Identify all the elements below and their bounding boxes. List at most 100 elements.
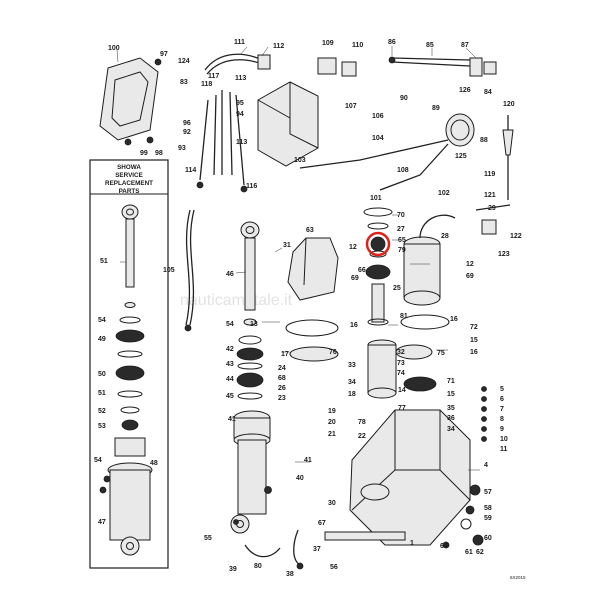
callout-116: 116	[246, 183, 257, 190]
callout-101: 101	[370, 195, 382, 202]
callout-125: 125	[455, 153, 467, 160]
callout-81: 81	[400, 313, 408, 320]
callout-56: 56	[330, 564, 338, 571]
relay-block-drawing	[99, 57, 162, 146]
panel-title-line-2: SERVICE	[115, 172, 143, 179]
callout-10: 10	[500, 436, 508, 443]
callout-59: 59	[484, 515, 492, 522]
callout-48: 48	[150, 460, 158, 467]
callout-80: 80	[254, 563, 262, 570]
callout-46: 46	[226, 271, 234, 278]
callout-103: 103	[294, 157, 306, 164]
callout-32: 32	[397, 349, 405, 356]
trim-cylinder-41-drawing	[230, 410, 272, 534]
callout-35: 35	[447, 405, 455, 412]
callout-4: 4	[484, 462, 488, 469]
control-box-drawing	[257, 81, 319, 167]
callout-71: 71	[447, 378, 455, 385]
callout-22: 22	[358, 433, 366, 440]
callout-63: 63	[306, 227, 314, 234]
callout-19: 19	[328, 408, 336, 415]
callout-42: 42	[226, 346, 234, 353]
callout-43: 43	[226, 361, 234, 368]
callout-99: 99	[140, 150, 148, 157]
callout-58: 58	[484, 505, 492, 512]
callout-62: 62	[476, 549, 484, 556]
callout-41b: 41	[304, 457, 312, 464]
callout-14: 14	[398, 387, 406, 394]
callout-85: 85	[426, 42, 434, 49]
callout-95: 95	[236, 100, 244, 107]
callout-15a: 15	[470, 337, 478, 344]
callout-26: 26	[278, 385, 286, 392]
callout-60: 60	[484, 535, 492, 542]
callout-94: 94	[236, 111, 244, 118]
showa-service-panel: SHOWA SERVICE REPLACEMENT PARTS	[89, 159, 169, 569]
callout-66: 66	[358, 267, 366, 274]
trim-motor-28-drawing	[403, 214, 456, 306]
callout-9: 9	[500, 426, 504, 433]
callout-68: 68	[278, 375, 286, 382]
callout-40: 40	[296, 475, 304, 482]
callout-11: 11	[500, 446, 508, 453]
callout-73: 73	[397, 360, 405, 367]
callout-21: 21	[328, 431, 336, 438]
callout-113a: 113	[235, 75, 246, 82]
o-ring-13-drawing	[285, 314, 450, 362]
callout-38: 38	[286, 571, 294, 578]
callout-45: 45	[226, 393, 234, 400]
callout-51: 51	[100, 258, 108, 265]
callout-33: 33	[348, 362, 356, 369]
switch-cable-drawing	[388, 56, 497, 77]
callout-27: 27	[397, 226, 405, 233]
callout-83: 83	[180, 79, 188, 86]
callout-98: 98	[155, 150, 163, 157]
panel-title-line-4: PARTS	[119, 188, 140, 195]
callout-78: 78	[358, 419, 366, 426]
callout-118: 118	[201, 81, 212, 88]
callout-29: 29	[488, 205, 496, 212]
right-hardware-drawing	[442, 484, 484, 549]
callout-12b: 12	[466, 261, 474, 268]
trim-ram-46-drawing	[240, 221, 260, 311]
callout-88: 88	[480, 137, 488, 144]
callout-122: 122	[510, 233, 522, 240]
callout-86: 86	[388, 39, 396, 46]
callout-36: 36	[447, 415, 455, 422]
callout-121: 121	[484, 192, 496, 199]
callout-8: 8	[500, 416, 504, 423]
callout-37: 37	[313, 546, 321, 553]
callout-16a: 16	[350, 322, 358, 329]
callout-23: 23	[278, 395, 286, 402]
callout-100: 100	[108, 45, 120, 52]
callout-31: 31	[283, 242, 291, 249]
callout-25: 25	[393, 285, 401, 292]
callout-90: 90	[400, 95, 408, 102]
callout-69b: 69	[466, 273, 474, 280]
callout-92: 92	[183, 129, 191, 136]
relay-109-drawing	[317, 57, 357, 77]
callout-28: 28	[441, 233, 449, 240]
showa-cylinder-drawing	[99, 437, 153, 556]
callout-75: 75	[437, 350, 445, 357]
callout-97: 97	[160, 51, 168, 58]
callout-15b: 15	[447, 391, 455, 398]
callout-74: 74	[397, 370, 405, 377]
callout-55: 55	[204, 535, 212, 542]
callout-93: 93	[178, 145, 186, 152]
callout-30: 30	[328, 500, 336, 507]
callout-54b: 54	[94, 457, 102, 464]
callout-69a: 69	[351, 275, 359, 282]
callout-41a: 41	[228, 416, 236, 423]
callout-16b: 16	[450, 316, 458, 323]
callout-124: 124	[178, 58, 190, 65]
manifold-drawing	[395, 344, 437, 392]
callout-107: 107	[345, 103, 357, 110]
callout-77: 77	[398, 405, 406, 412]
callout-51b: 51	[98, 390, 106, 397]
callout-61: 61	[465, 549, 473, 556]
watermark: nauticamotale.it	[180, 292, 293, 309]
callout-39: 39	[229, 566, 237, 573]
ground-cable-105-drawing	[184, 209, 195, 332]
callout-52: 52	[98, 408, 106, 415]
